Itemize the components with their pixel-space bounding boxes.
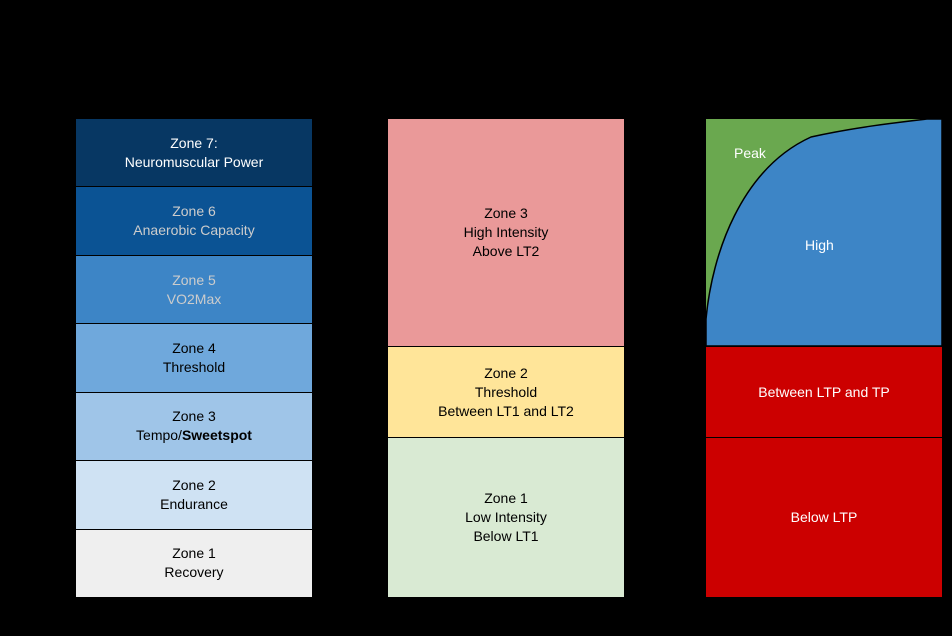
zone-6-box: Zone 6 Anaerobic Capacity xyxy=(75,187,313,256)
three-zone-low-line2: Low Intensity xyxy=(465,509,547,525)
three-zone-threshold-title: Zone 2 xyxy=(484,364,528,381)
three-zone-low-line3: Below LT1 xyxy=(473,528,539,544)
below-ltp-label: Below LTP xyxy=(790,509,858,525)
power-duration-box: Peak High xyxy=(705,118,943,347)
zone-1-box: Zone 1 Recovery xyxy=(75,529,313,598)
three-zone-high-line2: High Intensity xyxy=(463,224,549,240)
three-zone-low-title: Zone 1 xyxy=(484,490,528,506)
zone-4-box: Zone 4 Threshold xyxy=(75,324,313,393)
three-zone-high-box: Zone 3 High Intensity Above LT2 xyxy=(387,118,625,347)
zone-3-subtitle-prefix: Tempo/ xyxy=(136,427,182,444)
zone-1-subtitle: Recovery xyxy=(164,564,224,581)
zone-7-subtitle: Neuromuscular Power xyxy=(124,153,264,170)
zone-2-title: Zone 2 xyxy=(172,476,216,493)
three-zone-low-box: Zone 1 Low Intensity Below LT1 xyxy=(387,438,625,598)
zone-1-title: Zone 1 xyxy=(172,545,216,562)
zone-4-title: Zone 4 xyxy=(172,339,216,356)
zone-3-subtitle: Tempo/Sweetspot xyxy=(136,426,252,445)
zone-2-subtitle: Endurance xyxy=(160,495,228,512)
seven-zone-column: Zone 7: Neuromuscular Power Zone 6 Anaer… xyxy=(75,118,313,598)
zone-7-title: Zone 7: xyxy=(170,134,218,151)
zone-3-box: Zone 3 Tempo/Sweetspot xyxy=(75,392,313,462)
zone-5-box: Zone 5 VO2Max xyxy=(75,255,313,325)
zone-3-subtitle-bold: Sweetspot xyxy=(181,427,252,444)
three-zone-threshold-line2: Threshold xyxy=(474,383,538,400)
three-zone-high-title: Zone 3 xyxy=(484,205,528,221)
between-ltp-tp-box: Between LTP and TP xyxy=(705,347,943,438)
ltp-column: Peak High Between LTP and TP Below LTP xyxy=(705,118,943,598)
zone-4-subtitle: Threshold xyxy=(162,358,226,375)
high-label: High xyxy=(805,237,834,253)
peak-label: Peak xyxy=(734,145,766,161)
zone-6-subtitle: Anaerobic Capacity xyxy=(133,222,255,239)
three-zone-high-line3: Above LT2 xyxy=(472,243,540,259)
power-duration-curve xyxy=(706,119,942,346)
zone-7-box: Zone 7: Neuromuscular Power xyxy=(75,118,313,188)
zone-5-subtitle: VO2Max xyxy=(166,290,222,307)
below-ltp-box: Below LTP xyxy=(705,438,943,598)
three-zone-threshold-box: Zone 2 Threshold Between LT1 and LT2 xyxy=(387,347,625,438)
between-ltp-tp-label: Between LTP and TP xyxy=(758,383,890,400)
zone-3-title: Zone 3 xyxy=(172,408,216,425)
three-zone-threshold-line3: Between LT1 and LT2 xyxy=(438,402,574,419)
zone-2-box: Zone 2 Endurance xyxy=(75,461,313,530)
zone-6-title: Zone 6 xyxy=(172,203,216,220)
zone-5-title: Zone 5 xyxy=(172,271,216,288)
three-zone-column: Zone 3 High Intensity Above LT2 Zone 2 T… xyxy=(387,118,625,598)
